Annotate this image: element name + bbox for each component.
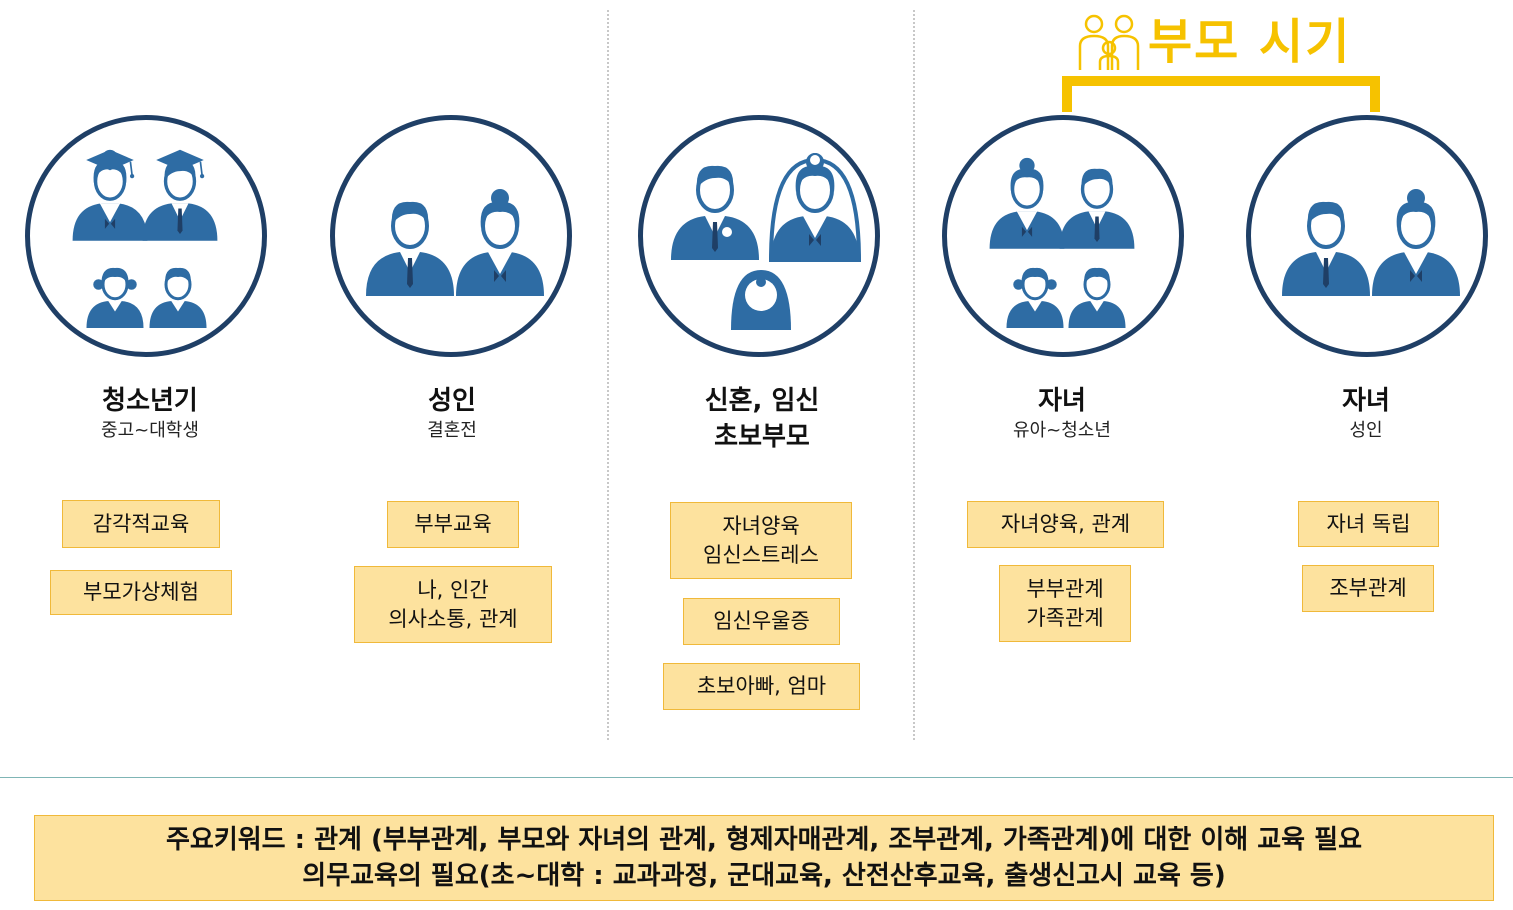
parent-period-label: 부모 시기 [1148, 14, 1352, 70]
parent-bracket-right [1370, 76, 1380, 112]
newlywed-baby-icon [669, 151, 862, 330]
divider-dotted-2 [913, 10, 915, 740]
stage-4-tag-1: 자녀양육, 관계 [967, 501, 1164, 548]
stage-3-title-line-2: 초보부모 [714, 422, 810, 452]
family-icon [1078, 14, 1140, 70]
keyword-box: 주요키워드 : 관계 (부부관계, 부모와 자녀의 관계, 형제자매관계, 조부… [34, 815, 1494, 901]
stage-1-title: 청소년기 [102, 386, 198, 416]
stage-5-title: 자녀 [1342, 386, 1390, 416]
stage-5-tag-2: 조부관계 [1302, 565, 1434, 612]
stage-4-title: 자녀 [1038, 386, 1086, 416]
stage-3-circle [638, 115, 880, 357]
stage-1-tag-2: 부모가상체험 [50, 570, 232, 615]
students-graduation-icon [70, 148, 220, 330]
adult-couple-icon [1280, 187, 1462, 298]
stage-5-tag-1: 자녀 독립 [1298, 501, 1439, 547]
stage-3-tag-3: 초보아빠, 엄마 [663, 663, 860, 710]
stage-1-subtitle: 중고~대학생 [101, 420, 199, 441]
keyword-line-2: 의무교육의 필요(초~대학 : 교과과정, 군대교육, 산전산후교육, 출생신고… [302, 861, 1226, 891]
stage-3-title-line-1: 신혼, 임신 [704, 386, 820, 416]
stage-3-tag-2: 임신우울증 [683, 598, 840, 645]
stage-1-circle [25, 115, 267, 357]
parents-children-icon [987, 156, 1137, 330]
stage-3-tag-1: 자녀양육 임신스트레스 [670, 502, 852, 579]
adult-couple-icon [364, 187, 546, 298]
stage-2-title: 성인 [428, 386, 476, 416]
bottom-separator [0, 777, 1513, 778]
parent-bracket-left [1062, 76, 1072, 112]
stage-2-tag-2: 나, 인간 의사소통, 관계 [354, 566, 552, 643]
stage-2-circle [330, 115, 572, 357]
stage-4-circle [942, 115, 1184, 357]
stage-1-tag-1: 감각적교육 [62, 500, 220, 548]
stage-4-tag-2: 부부관계 가족관계 [999, 565, 1131, 642]
stage-5-circle [1246, 115, 1488, 357]
stage-2-tag-1: 부부교육 [387, 501, 519, 548]
stage-2-subtitle: 결혼전 [427, 420, 477, 441]
stage-4-subtitle: 유아~청소년 [1013, 420, 1111, 441]
parent-bracket [1062, 76, 1380, 86]
divider-dotted-1 [607, 10, 609, 740]
keyword-line-1: 주요키워드 : 관계 (부부관계, 부모와 자녀의 관계, 형제자매관계, 조부… [166, 825, 1362, 855]
stage-5-subtitle: 성인 [1349, 420, 1383, 441]
